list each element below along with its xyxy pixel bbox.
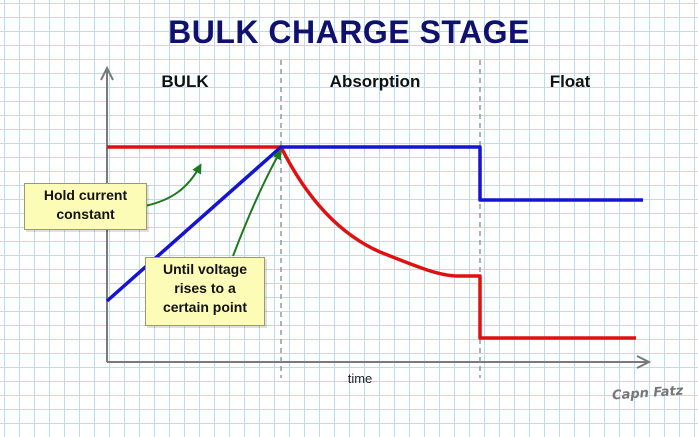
note-until-voltage-line-1: Until voltage	[162, 261, 247, 277]
diagram-title: BULK CHARGE STAGE	[168, 14, 530, 50]
note-until-voltage-line-2: rises to a	[174, 280, 236, 296]
voltage-curve	[105, 145, 643, 303]
x-axis-label: time	[347, 371, 373, 386]
note-until-voltage: Until voltage rises to a certain point	[145, 257, 265, 326]
note-hold-current: Hold current constant	[24, 183, 147, 230]
hold-current-arrow	[144, 163, 202, 207]
phase-label-bulk: BULK	[161, 72, 209, 91]
phase-label-float: Float	[549, 72, 591, 91]
phase-label-absorption: Absorption	[329, 72, 421, 91]
y-axis-arrowhead	[100, 65, 114, 81]
note-hold-current-line-2: constant	[56, 206, 115, 222]
until-voltage-arrow	[232, 149, 282, 257]
note-until-voltage-line-3: certain point	[162, 299, 247, 315]
note-hold-current-line-1: Hold current	[43, 187, 128, 203]
current-curve	[107, 145, 636, 340]
x-axis-arrowhead	[636, 355, 652, 369]
